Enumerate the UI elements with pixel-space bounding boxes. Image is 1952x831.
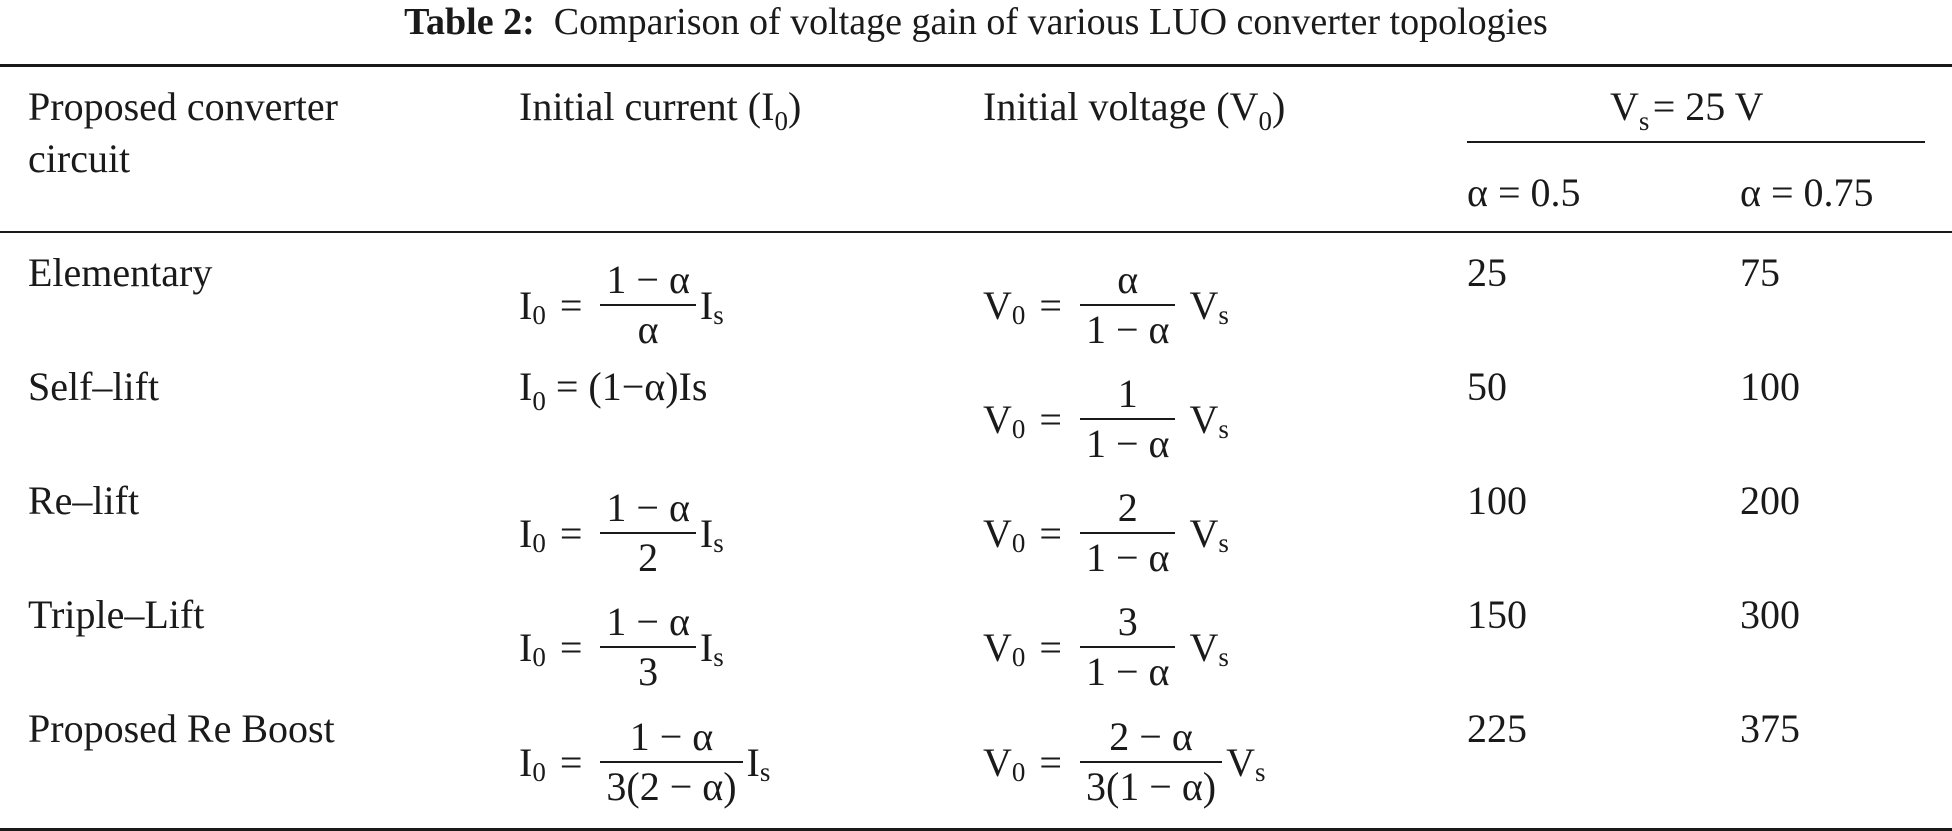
table-caption: Table 2: Comparison of voltage gain of v…: [0, 2, 1952, 42]
header-alpha-05: α = 0.5: [1467, 170, 1581, 215]
value-alpha05-elementary: 25: [1467, 250, 1507, 295]
row-name-triple-lift: Triple–Lift: [28, 592, 205, 637]
row-name-self-lift: Self–lift: [28, 364, 160, 409]
value-alpha05-re-lift: 100: [1467, 478, 1527, 523]
formula-current-self-lift: I0 = (1−α)Is: [519, 364, 708, 416]
header-initial-voltage: Initial voltage (V0): [983, 84, 1286, 136]
row-name-elementary: Elementary: [28, 250, 213, 295]
fraction: 2 − α 3(1 − α): [1079, 713, 1223, 811]
value-alpha05-self-lift: 50: [1467, 364, 1507, 409]
fraction: 3 1 − α: [1079, 598, 1176, 696]
header-converter-line2: circuit: [28, 136, 131, 181]
header-vs-group: Vs = 25 V: [1610, 84, 1764, 136]
row-name-re-lift: Re–lift: [28, 478, 140, 523]
fraction: 1 1 − α: [1079, 370, 1176, 468]
header-bottom-rule: [0, 231, 1952, 233]
value-alpha075-elementary: 75: [1740, 250, 1780, 295]
value-alpha05-proposed-re-boost: 225: [1467, 706, 1527, 751]
fraction: 1 − α α: [600, 256, 696, 354]
fraction: 2 1 − α: [1079, 484, 1176, 582]
header-converter-line1: Proposed converter: [28, 84, 338, 129]
value-alpha075-self-lift: 100: [1740, 364, 1800, 409]
vs-group-rule: [1467, 141, 1925, 143]
value-alpha075-re-lift: 200: [1740, 478, 1800, 523]
fraction: 1 − α 2: [600, 484, 696, 582]
table-caption-text: Comparison of voltage gain of various LU…: [553, 1, 1548, 43]
top-rule: [0, 64, 1952, 67]
row-name-proposed-re-boost: Proposed Re Boost: [28, 706, 335, 751]
value-alpha075-triple-lift: 300: [1740, 592, 1800, 637]
fraction: 1 − α 3: [600, 598, 696, 696]
value-alpha05-triple-lift: 150: [1467, 592, 1527, 637]
value-alpha075-proposed-re-boost: 375: [1740, 706, 1800, 751]
header-alpha-075: α = 0.75: [1740, 170, 1874, 215]
fraction: α 1 − α: [1079, 256, 1176, 354]
header-converter-circuit: Proposed converter circuit: [28, 84, 338, 182]
header-initial-current: Initial current (I0): [519, 84, 802, 136]
fraction: 1 − α 3(2 − α): [600, 713, 743, 811]
table-caption-label: Table 2:: [404, 1, 535, 43]
bottom-rule: [0, 828, 1952, 831]
